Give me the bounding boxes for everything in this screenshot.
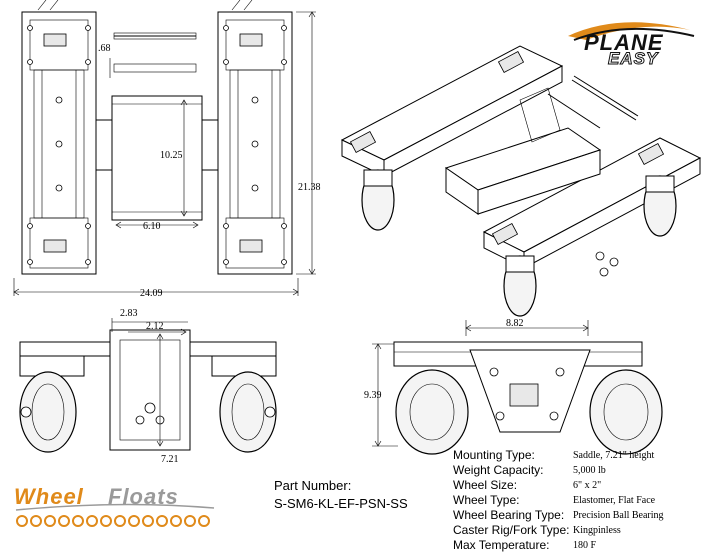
plane-easy-logo-line1: PLANE	[584, 30, 664, 55]
spec-row: Wheel Size: 6" x 2"	[453, 478, 664, 493]
front-saddle	[109, 329, 191, 451]
spec-value: 180 F	[573, 540, 597, 551]
wheel-floats-logo-part2: Floats	[108, 484, 179, 509]
dim-overall-width: 24.09	[140, 288, 163, 299]
front-view: 2.83 2.12 7.21	[19, 308, 277, 465]
spec-row: Caster Rig/Fork Type:Kingpinless	[453, 523, 664, 538]
dim-saddle-inner: 2.12	[146, 321, 164, 332]
dim-overall-height: 21.38	[298, 182, 321, 193]
part-number-label: Part Number:	[274, 478, 352, 493]
dim-saddle-width: 2.83	[120, 308, 138, 319]
wheel-floats-wheels-icon	[16, 515, 210, 527]
spec-value: Precision Ball Bearing	[573, 510, 664, 521]
spec-row: Max Temperature: 180 F	[453, 538, 664, 553]
spec-value: Saddle, 7.21" height	[573, 450, 655, 461]
dim-saddle-height: 7.21	[161, 454, 179, 465]
part-number-value: S-SM6-KL-EF-PSN-SS	[274, 496, 408, 511]
spec-row: Weight Capacity: 5,000 lb	[453, 463, 664, 478]
front-wheel-left	[19, 371, 77, 453]
end-wheel-left	[395, 369, 469, 455]
spec-value: 5,000 lb	[573, 465, 606, 476]
dim-end-height: 9.39	[364, 390, 382, 401]
end-wheel-right	[589, 369, 663, 455]
spec-table: Mounting Type: Saddle, 7.21" height Weigh…	[453, 448, 664, 553]
front-wheel-right	[219, 371, 277, 453]
spec-key: Weight Capacity:	[453, 463, 544, 477]
top-view: .68 10.25 6.10 21.38 24.09	[13, 0, 321, 299]
dim-plate-thickness: .68	[98, 43, 111, 54]
center-saddle	[111, 95, 203, 221]
spec-key: Wheel Bearing Type:	[453, 508, 565, 522]
end-view: 8.82 9.39	[364, 318, 663, 455]
spec-row: Wheel Type: Elastomer, Flat Face	[453, 493, 664, 508]
wheel-floats-logo-part1: Wheel	[14, 484, 84, 509]
dim-inner-width: 6.10	[143, 221, 161, 232]
plane-easy-logo-line2: EASY	[607, 49, 659, 69]
spec-key: Max Temperature:	[453, 538, 550, 552]
spec-key: Caster Rig/Fork Type:	[453, 523, 570, 537]
dim-inner-height: 10.25	[160, 150, 183, 161]
isometric-view	[340, 45, 702, 317]
spec-row: Wheel Bearing Type: Precision Ball Bearin…	[453, 508, 664, 523]
spec-value: Kingpinless	[573, 525, 621, 536]
dim-end-width: 8.82	[506, 318, 524, 329]
spec-key: Wheel Size:	[453, 478, 518, 492]
spec-key: Wheel Type:	[453, 493, 520, 507]
spec-row: Mounting Type: Saddle, 7.21" height	[453, 448, 664, 463]
spec-value: Elastomer, Flat Face	[573, 495, 656, 506]
spec-value: 6" x 2"	[573, 480, 602, 491]
spec-key: Mounting Type:	[453, 448, 535, 462]
plane-easy-swoosh-icon	[568, 22, 690, 40]
